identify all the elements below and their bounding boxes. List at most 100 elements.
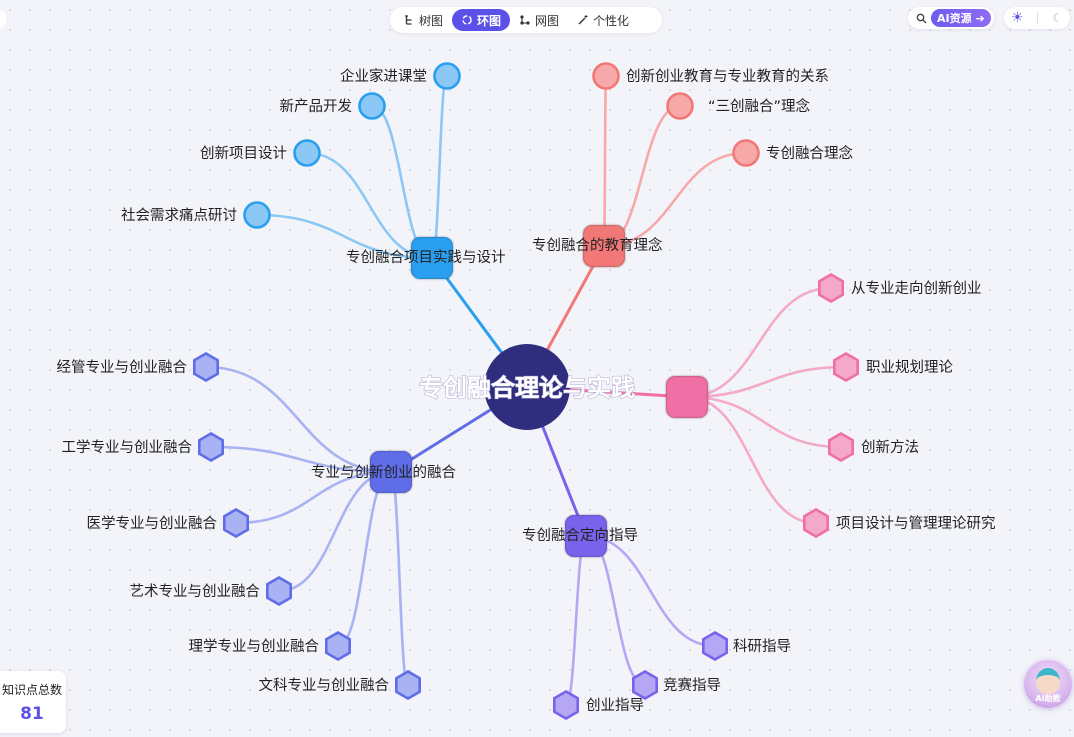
tab-tree-label: 树图: [419, 13, 444, 28]
branch-node-box[interactable]: [581, 223, 627, 269]
left-edge-handle: [0, 10, 6, 28]
leaf-node[interactable]: 专创融合理念: [732, 139, 854, 167]
leaf-node-marker[interactable]: [324, 630, 352, 661]
leaf-connector: [430, 74, 449, 260]
leaf-connector: [686, 286, 832, 399]
leaf-node-label: 项目设计与管理理论研究: [836, 515, 996, 532]
branch-node-box[interactable]: [563, 513, 609, 559]
leaf-node[interactable]: 工学专业与创业融合: [62, 431, 224, 462]
branch-node-label: 专创融合的教育理念: [532, 236, 663, 254]
leaf-node-label: 科研指导: [733, 638, 791, 655]
leaf-node[interactable]: “三创融合”理念: [666, 92, 811, 120]
leaf-node-marker[interactable]: [552, 689, 580, 720]
leaf-node[interactable]: 创新创业教育与专业教育的关系: [592, 62, 830, 90]
radial-icon: [462, 15, 472, 25]
leaf-node[interactable]: 从专业走向创新创业: [817, 272, 982, 303]
leaf-node[interactable]: 竞赛指导: [631, 669, 721, 700]
magic-wand-icon: [578, 15, 588, 25]
leaf-node-marker[interactable]: [394, 669, 422, 700]
center-node[interactable]: 专创融合理论与实践: [418, 344, 636, 430]
leaf-node-label: 新产品开发: [280, 98, 353, 115]
leaf-node-marker[interactable]: [433, 62, 461, 90]
branch-node-label: 专业与创新创业的融合: [311, 464, 456, 481]
leaf-node[interactable]: 项目设计与管理理论研究: [802, 507, 996, 538]
tab-personalize[interactable]: 个性化: [568, 9, 638, 31]
leaf-connector: [337, 470, 392, 648]
leaf-node-label: 创业指导: [586, 697, 644, 714]
branch-node[interactable]: 专创融合定向指导: [522, 513, 638, 559]
leaf-node[interactable]: 理学专业与创业融合: [189, 630, 352, 661]
center-node-circle[interactable]: [484, 344, 570, 430]
ai-assistant-avatar[interactable]: AI助教: [1024, 660, 1072, 708]
leaf-node-marker[interactable]: [732, 139, 760, 167]
leaf-node[interactable]: 科研指导: [701, 630, 791, 661]
branch-node[interactable]: 专业与创新创业的融合: [311, 449, 456, 495]
leaf-node-label: 经管专业与创业融合: [57, 359, 188, 376]
ai-resource-label: AI资源: [937, 12, 972, 25]
leaf-node-marker[interactable]: [827, 431, 855, 462]
leaf-node-marker[interactable]: [223, 507, 249, 538]
leaf-node-marker[interactable]: [666, 92, 694, 120]
leaf-node-marker[interactable]: [265, 575, 293, 606]
leaf-connector: [686, 365, 847, 399]
leaf-node[interactable]: 新产品开发: [280, 92, 386, 120]
search-icon: [916, 13, 927, 23]
leaf-node-marker[interactable]: [358, 92, 386, 120]
leaf-node-label: 创新方法: [861, 439, 919, 456]
branch-node-box[interactable]: [368, 449, 414, 495]
leaf-node[interactable]: 创业指导: [552, 689, 644, 720]
leaf-node-marker[interactable]: [198, 431, 224, 462]
leaf-node[interactable]: 创新方法: [827, 431, 919, 462]
leaf-connector: [371, 104, 433, 260]
leaf-node-label: 创新项目设计: [200, 145, 287, 162]
leaf-node-marker[interactable]: [592, 62, 620, 90]
leaf-node-marker[interactable]: [701, 630, 729, 661]
leaf-node-marker[interactable]: [193, 351, 219, 382]
moon-icon[interactable]: ☾: [1052, 11, 1064, 25]
leaf-node-label: 竞赛指导: [663, 676, 721, 694]
sun-icon[interactable]: ☀: [1010, 10, 1024, 26]
leaf-node[interactable]: 社会需求痛点研讨: [121, 201, 271, 229]
tab-network-label: 网图: [535, 13, 560, 28]
leaf-node-marker[interactable]: [817, 272, 845, 303]
branch-node-box[interactable]: [409, 235, 455, 281]
leaf-node-marker[interactable]: [243, 201, 271, 229]
knowledge-count-value: 81: [20, 704, 44, 724]
leaf-node-marker[interactable]: [293, 139, 321, 167]
branch-node[interactable]: 专创融合项目实践与设计: [346, 235, 506, 281]
theme-divider: [1037, 12, 1039, 24]
leaf-node-marker[interactable]: [631, 669, 659, 700]
leaf-connector: [603, 151, 747, 248]
knowledge-count-label: 知识点总数: [1, 683, 62, 697]
leaf-node[interactable]: 艺术专业与创业融合: [130, 575, 293, 606]
leaf-node-marker[interactable]: [832, 351, 860, 382]
leaf-node-marker[interactable]: [802, 507, 830, 538]
ai-resource-button[interactable]: AI资源 ➔: [908, 7, 994, 29]
tab-tree[interactable]: 树图: [394, 9, 452, 31]
tab-network[interactable]: 网图: [510, 9, 568, 31]
leaf-node-label: 创新创业教育与专业教育的关系: [626, 68, 829, 85]
leaf-node[interactable]: 医学专业与创业融合: [87, 507, 249, 538]
network-icon: [520, 15, 530, 25]
tab-radial-label: 环图: [477, 13, 502, 28]
ai-resource-pill: AI资源 ➔: [931, 9, 991, 27]
leaf-node-label: 艺术专业与创业融合: [130, 583, 261, 600]
leaf-node[interactable]: 创新项目设计: [200, 139, 321, 167]
tab-radial[interactable]: 环图: [452, 9, 511, 31]
theme-toggle[interactable]: ☀ ☾: [1004, 7, 1070, 29]
leaf-connector: [585, 534, 716, 648]
leaf-node[interactable]: 职业规划理论: [832, 351, 953, 382]
leaf-node-label: 文科专业与创业融合: [259, 677, 390, 694]
leaf-node[interactable]: 文科专业与创业融合: [259, 669, 422, 700]
leaf-node-label: 职业规划理论: [866, 359, 953, 376]
leaf-connector: [205, 365, 392, 474]
branch-node[interactable]: [664, 374, 710, 420]
branch-node[interactable]: 专创融合的教育理念: [532, 223, 663, 269]
leaf-connector: [235, 470, 392, 525]
leaf-node[interactable]: 企业家进课堂: [340, 62, 461, 90]
leaf-node-label: 工学专业与创业融合: [62, 439, 193, 456]
branch-node-box[interactable]: [664, 374, 710, 420]
leaf-node[interactable]: 经管专业与创业融合: [57, 351, 219, 382]
leaf-node-label: 理学专业与创业融合: [189, 638, 320, 655]
